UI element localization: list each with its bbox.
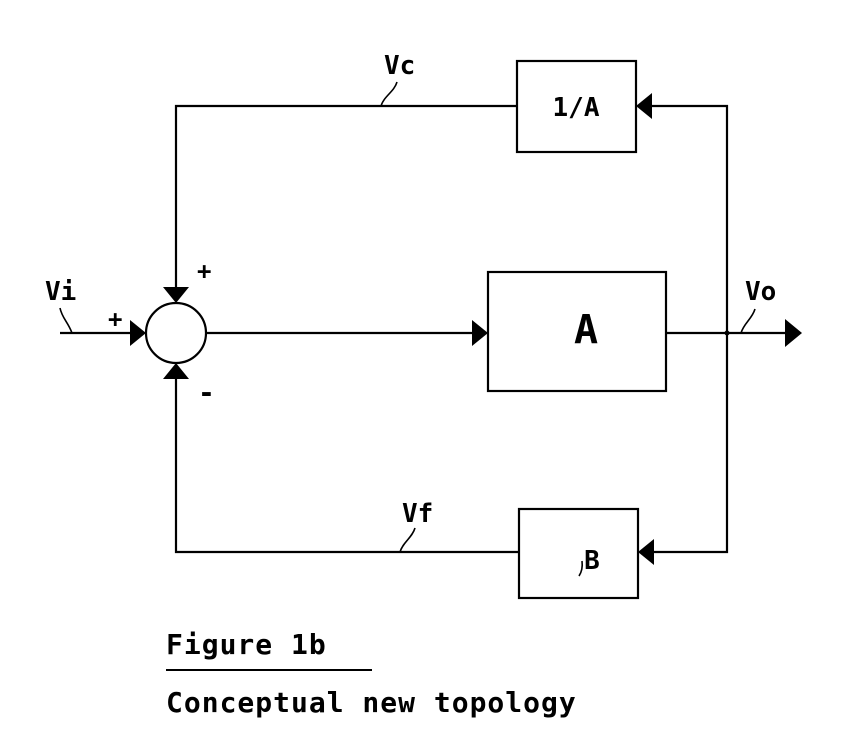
b-leader	[578, 560, 584, 577]
vo-leader	[740, 308, 756, 334]
bottom-feedback-wire	[652, 333, 729, 554]
arrowhead-summing-bottom	[163, 363, 189, 379]
summing-junction	[144, 301, 208, 365]
inverse-gain-block	[515, 59, 638, 154]
vc-label: Vc	[384, 51, 415, 81]
vc-wire	[174, 104, 517, 290]
arrowhead-into-feedback	[638, 539, 654, 565]
output-node	[724, 330, 730, 336]
vf-wire	[174, 378, 519, 554]
summing-sign-input: +	[108, 305, 122, 333]
vf-label: Vf	[402, 499, 433, 529]
figure-title-underline	[166, 669, 372, 671]
arrowhead-into-forward-gain	[472, 320, 488, 346]
arrowhead-into-inverse-gain	[636, 93, 652, 119]
summing-sign-top: +	[197, 257, 211, 285]
forward-gain-label: A	[574, 307, 598, 353]
vi-leader	[59, 307, 73, 334]
vf-leader	[399, 527, 416, 553]
arrowhead-output	[785, 319, 802, 347]
top-feedback-wire	[650, 104, 729, 333]
feedback-label: B	[584, 546, 600, 576]
inverse-gain-label: 1/A	[553, 93, 600, 123]
arrowhead-summing-top	[163, 287, 189, 303]
vi-label: Vi	[45, 277, 76, 307]
forward-gain-block	[486, 270, 668, 393]
arrowhead-summing-input	[130, 320, 146, 346]
figure-subtitle: Conceptual new topology	[166, 686, 577, 719]
summing-sign-bottom: -	[198, 376, 215, 409]
figure-title: Figure 1b	[166, 628, 327, 661]
vc-leader	[380, 81, 398, 107]
feedback-block	[517, 507, 640, 600]
vo-label: Vo	[745, 277, 776, 307]
